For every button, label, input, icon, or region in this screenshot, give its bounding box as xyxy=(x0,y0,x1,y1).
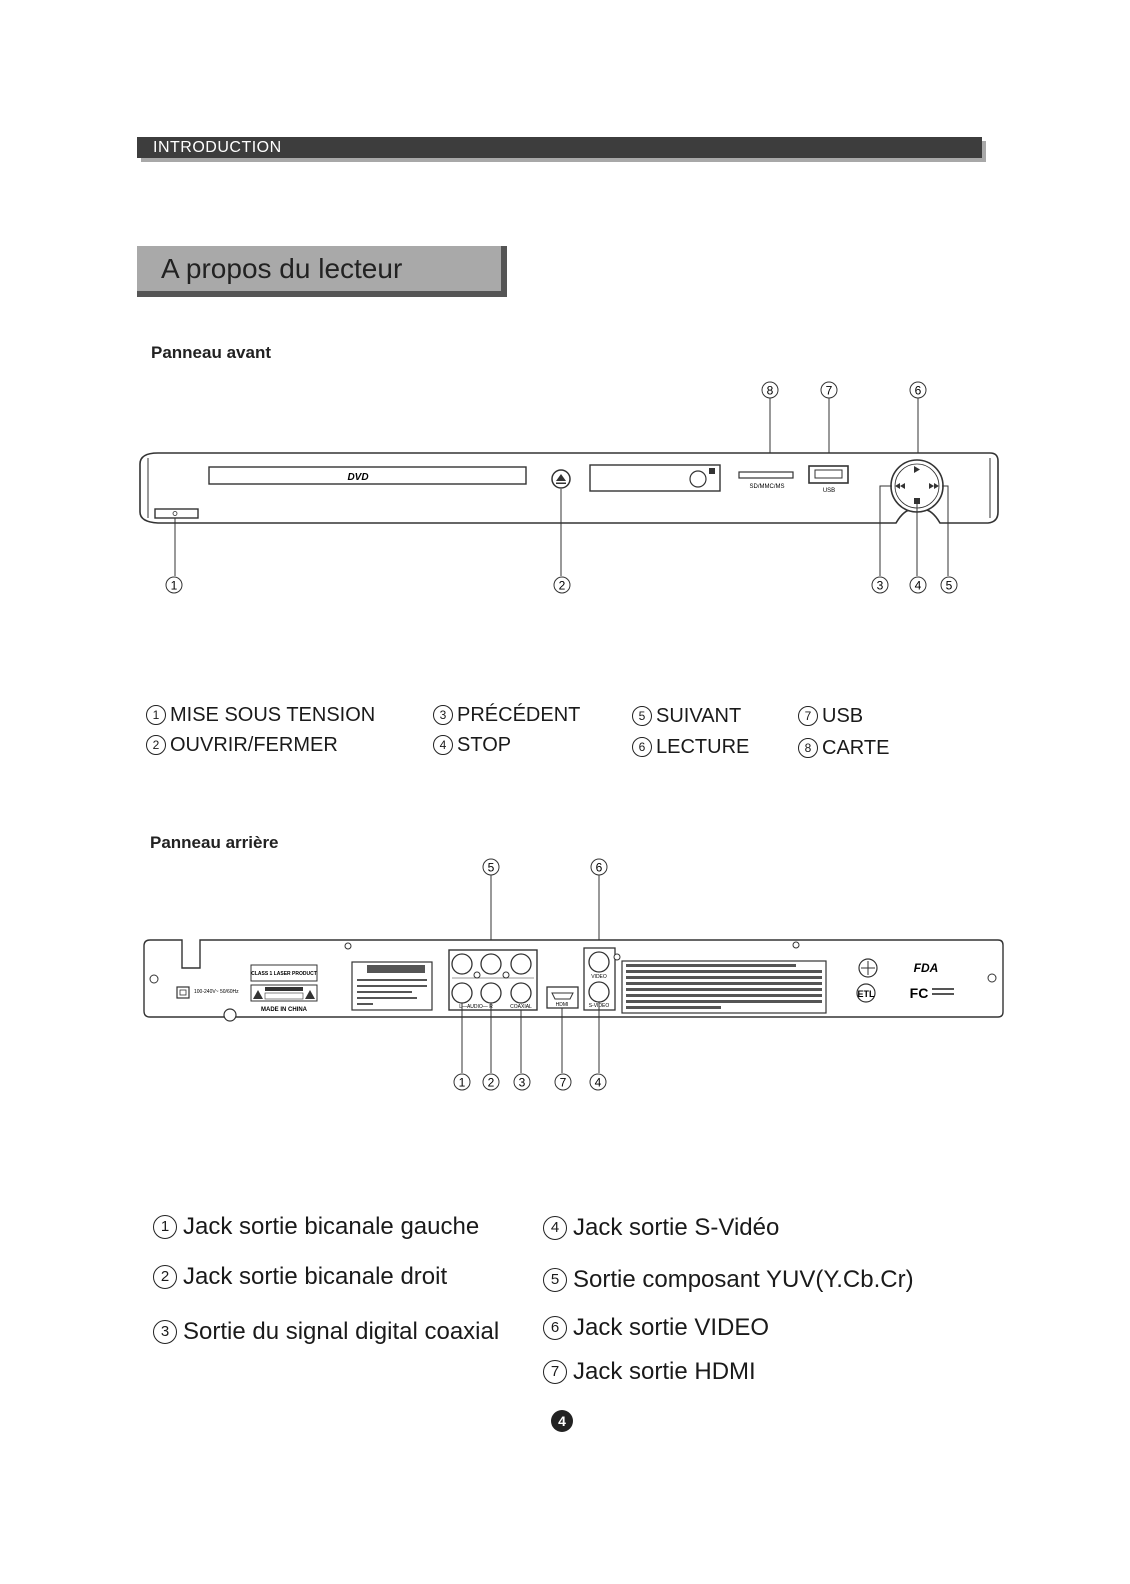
svg-text:2: 2 xyxy=(559,579,566,593)
front-callout-4: 4 xyxy=(909,576,927,594)
svg-text:3: 3 xyxy=(877,579,884,593)
dvd-logo: DVD xyxy=(347,472,368,483)
svg-text:USB: USB xyxy=(823,488,835,494)
rear-callout-4: 4 xyxy=(589,1073,607,1091)
rear-panel-diagram: 5 6 100-240V~ 50/60Hz CLASS 1 LASER PROD… xyxy=(143,858,1004,1091)
power-button xyxy=(154,508,199,519)
control-dial xyxy=(890,459,944,513)
front-callout-2: 2 xyxy=(553,576,571,594)
front-callout-3: 3 xyxy=(871,576,889,594)
svg-text:CLASS 1 LASER PRODUCT: CLASS 1 LASER PRODUCT xyxy=(251,971,317,977)
svg-text:4: 4 xyxy=(595,1076,602,1090)
svg-text:3: 3 xyxy=(519,1076,526,1090)
fc-logo: FC xyxy=(910,985,929,1001)
svg-text:1: 1 xyxy=(459,1076,466,1090)
svg-text:1: 1 xyxy=(171,579,178,593)
power-rating: 100-240V~ 50/60Hz xyxy=(194,989,239,995)
disc-tray xyxy=(208,466,527,485)
svg-text:L—AUDIO— R: L—AUDIO— R xyxy=(459,1004,493,1010)
svg-text:7: 7 xyxy=(826,384,833,398)
svg-text:5: 5 xyxy=(488,861,495,875)
svg-text:5: 5 xyxy=(946,579,953,593)
svg-text:ETL: ETL xyxy=(858,989,876,999)
svg-text:SD/MMC/MS: SD/MMC/MS xyxy=(750,484,785,490)
section-header: INTRODUCTION xyxy=(137,137,982,158)
svg-text:6: 6 xyxy=(596,861,603,875)
front-panel-heading: Panneau avant xyxy=(151,343,271,362)
front-callout-1: 1 xyxy=(165,576,183,594)
svg-text:7: 7 xyxy=(560,1076,567,1090)
svg-text:4: 4 xyxy=(915,579,922,593)
page-number: 4 xyxy=(551,1410,573,1432)
rear-panel-heading: Panneau arrière xyxy=(150,833,279,852)
front-panel-diagram: 8 7 6 DVD SD/MMC/MS USB xyxy=(139,381,999,594)
fda-logo: FDA xyxy=(914,961,939,975)
eject-icon xyxy=(551,469,571,489)
rear-callout-1: 1 xyxy=(453,1073,471,1091)
svg-text:6: 6 xyxy=(915,384,922,398)
svg-text:8: 8 xyxy=(767,384,774,398)
card-slot xyxy=(738,471,794,479)
svg-text:MADE IN CHINA: MADE IN CHINA xyxy=(261,1007,308,1013)
page-title: A propos du lecteur xyxy=(161,253,403,284)
rear-callout-7: 7 xyxy=(554,1073,572,1091)
front-device-body xyxy=(139,452,999,524)
svg-text:VIDEO: VIDEO xyxy=(591,974,607,980)
svg-text:2: 2 xyxy=(488,1076,495,1090)
front-callout-5: 5 xyxy=(940,576,958,594)
page-title-box: A propos du lecteur xyxy=(137,246,507,297)
rear-callout-3: 3 xyxy=(513,1073,531,1091)
svg-text:COAXIAL: COAXIAL xyxy=(510,1004,532,1010)
svg-text:HDMI: HDMI xyxy=(556,1002,569,1008)
rear-callout-2: 2 xyxy=(482,1073,500,1091)
section-header-label: INTRODUCTION xyxy=(153,139,282,156)
